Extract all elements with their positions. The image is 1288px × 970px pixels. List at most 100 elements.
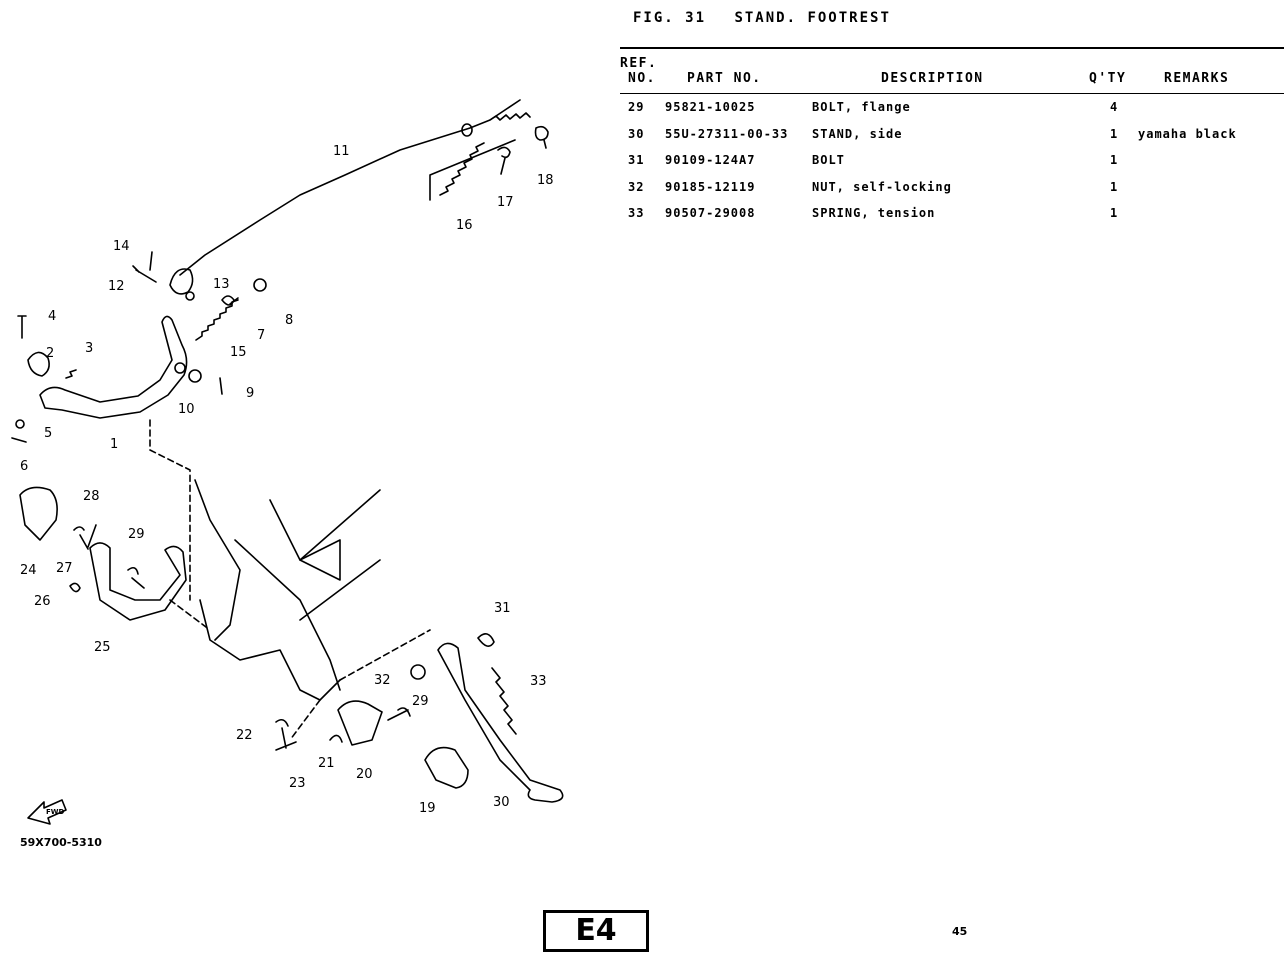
row-description: BOLT	[812, 153, 845, 167]
callout-25: 25	[94, 640, 111, 655]
part-pin-28	[87, 524, 97, 548]
table-header-rule	[620, 93, 1284, 94]
callout-11: 11	[333, 144, 350, 159]
part-rod-clevis	[169, 268, 194, 295]
table-row: 31 90109-124A7 BOLT 1	[0, 153, 1288, 173]
row-part-no: 90507-29008	[665, 206, 756, 220]
callout-9: 9	[246, 386, 254, 401]
column-header-ref: REF. NO.	[620, 56, 657, 86]
callout-8: 8	[285, 313, 293, 328]
part-pin-23	[275, 741, 297, 751]
callout-labels: 11 18 17 16 14 12 13 8 7 15 4 2 3 10 9 5…	[20, 144, 554, 816]
callout-16: 16	[456, 218, 473, 233]
row-ref-no: 30	[628, 127, 645, 141]
part-bolt-12	[132, 265, 157, 283]
callout-15: 15	[230, 345, 247, 360]
callout-1: 1	[110, 437, 118, 452]
part-nut-8	[253, 278, 267, 292]
part-pedal-tip-2	[27, 351, 50, 377]
callout-32: 32	[374, 673, 391, 688]
column-header-ref-line2: NO.	[628, 71, 656, 86]
part-cotter-pin-9	[219, 377, 223, 395]
callout-24: 24	[20, 563, 37, 578]
row-qty: 1	[1110, 153, 1119, 167]
part-spring-16	[439, 142, 485, 196]
part-rod-joint	[461, 123, 473, 137]
table-row: 29 95821-10025 BOLT, flange 4	[0, 100, 1288, 120]
callout-33: 33	[530, 674, 547, 689]
column-header-qty: Q'TY	[1089, 71, 1127, 86]
frame-inner	[299, 539, 341, 581]
table-top-rule	[620, 47, 1284, 49]
part-spring-21	[329, 734, 343, 743]
callout-13: 13	[213, 277, 230, 292]
row-ref-no: 31	[628, 153, 645, 167]
row-part-no: 95821-10025	[665, 100, 756, 114]
bracket-line	[429, 139, 516, 201]
part-nut-26	[69, 582, 81, 593]
part-bolt-29b	[387, 707, 411, 721]
fwd-label: FWD	[46, 808, 65, 816]
callout-5: 5	[44, 426, 52, 441]
part-pin-17	[497, 146, 511, 175]
callout-12: 12	[108, 279, 125, 294]
part-footrest-19	[424, 746, 469, 789]
dash-leader	[149, 419, 431, 741]
part-washer-13	[185, 291, 195, 301]
figure-name: STAND. FOOTREST	[734, 10, 891, 26]
fwd-arrow-icon	[27, 799, 67, 825]
table-row: 30 55U-27311-00-33 STAND, side 1 yamaha …	[0, 127, 1288, 147]
callout-29b: 29	[412, 694, 429, 709]
part-stand-bracket-20	[337, 700, 383, 746]
callout-6: 6	[20, 459, 28, 474]
figure-number: FIG. 31	[633, 10, 707, 26]
callout-17: 17	[497, 195, 514, 210]
callout-4: 4	[48, 309, 56, 324]
callout-14: 14	[113, 239, 130, 254]
callout-21: 21	[318, 756, 335, 771]
row-description: STAND, side	[812, 127, 903, 141]
part-brake-rod	[179, 99, 521, 276]
frame-outline	[194, 479, 381, 701]
callout-23: 23	[289, 776, 306, 791]
callout-2: 2	[46, 346, 54, 361]
section-box: E4	[543, 910, 649, 952]
part-washer-5	[15, 419, 25, 429]
callout-31: 31	[494, 601, 511, 616]
figure-title: FIG. 31 STAND. FOOTREST	[633, 10, 891, 26]
row-description: BOLT, flange	[812, 100, 911, 114]
row-ref-no: 32	[628, 180, 645, 194]
part-washer-10	[188, 369, 202, 383]
part-pin-14	[149, 251, 153, 271]
callout-20: 20	[356, 767, 373, 782]
table-row: 32 90185-12119 NUT, self-locking 1	[0, 180, 1288, 200]
row-description: NUT, self-locking	[812, 180, 952, 194]
part-bolt-27	[73, 526, 89, 550]
diagram-code: 59X700-5310	[20, 836, 102, 849]
part-nut-18	[534, 125, 549, 149]
row-ref-no: 33	[628, 206, 645, 220]
column-header-description: DESCRIPTION	[881, 71, 984, 86]
part-nut-32	[410, 664, 426, 680]
table-row: 33 90507-29008 SPRING, tension 1	[0, 206, 1288, 226]
part-pedal-pivot	[174, 362, 186, 374]
callout-19: 19	[419, 801, 436, 816]
callout-7: 7	[257, 328, 265, 343]
row-qty: 1	[1110, 206, 1119, 220]
part-spring-15	[195, 299, 239, 341]
part-rod-spring-end	[489, 112, 531, 121]
part-side-stand-30	[437, 642, 564, 803]
part-spring-33	[491, 667, 517, 735]
callout-29: 29	[128, 527, 145, 542]
row-part-no: 90109-124A7	[665, 153, 756, 167]
row-part-no: 55U-27311-00-33	[665, 127, 789, 141]
column-header-remarks: REMARKS	[1164, 71, 1230, 86]
part-bolt-29a	[127, 566, 145, 589]
part-bracket-25	[89, 542, 187, 621]
row-qty: 1	[1110, 180, 1119, 194]
page-number: 45	[952, 925, 968, 938]
callout-27: 27	[56, 561, 73, 576]
row-qty: 1	[1110, 127, 1119, 141]
part-cotter-pin-6	[11, 437, 27, 443]
